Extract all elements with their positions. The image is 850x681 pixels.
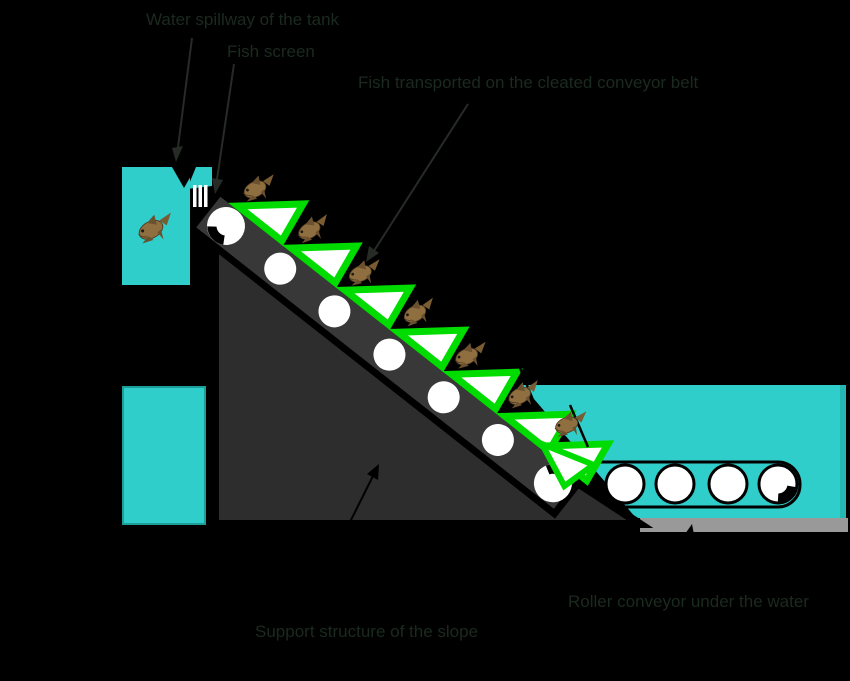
- fish-screen-grid: [193, 185, 208, 207]
- lower-basin: [122, 386, 206, 525]
- belt-roller-icon: [264, 252, 297, 285]
- arrowhead-icon: [367, 464, 379, 480]
- label-support: Support structure of the slope: [255, 622, 478, 641]
- inclined-conveyor: [186, 159, 613, 519]
- v-notch-spillway: [172, 167, 196, 188]
- arrowhead-icon: [683, 524, 695, 540]
- holding-tank: [122, 167, 212, 285]
- belt-roller-icon: [373, 338, 406, 371]
- arrowhead-icon: [172, 146, 183, 162]
- arrow-screen: [215, 63, 235, 187]
- arrow-spillway: [176, 37, 193, 156]
- drive-pulley-icon: [757, 463, 799, 506]
- splash-line: [516, 362, 537, 406]
- arrowhead-icon: [212, 178, 223, 194]
- belt-roller-icon: [318, 295, 351, 328]
- water-channel-edge: [840, 385, 846, 518]
- spillway-wall: [187, 167, 212, 189]
- arrowhead-icon: [366, 246, 379, 262]
- label-roller: Roller conveyor under the water: [568, 592, 809, 611]
- roller-icon: [654, 463, 696, 505]
- arrow-roller: [677, 531, 691, 589]
- belt-roller-icon: [481, 423, 514, 456]
- roller-icon: [707, 463, 749, 505]
- head-pulley-icon: [204, 207, 245, 245]
- arrow-support: [311, 473, 375, 599]
- channel-floor-strip: [640, 518, 848, 532]
- arrow-belt: [371, 103, 469, 255]
- belt-roller-icon: [427, 381, 460, 414]
- splash-line: [568, 404, 590, 448]
- leader-arrows: [172, 37, 695, 599]
- label-screen: Fish screen: [227, 42, 315, 61]
- label-spillway: Water spillway of the tank: [146, 10, 340, 29]
- roller-icon: [604, 463, 646, 505]
- label-belt: Fish transported on the cleated conveyor…: [358, 73, 698, 92]
